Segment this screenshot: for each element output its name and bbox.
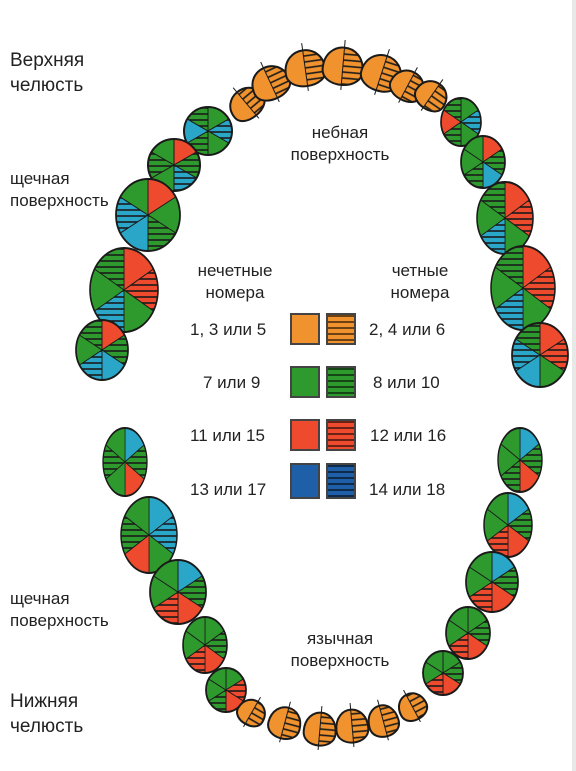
molar-tooth	[497, 427, 543, 493]
buccal-surface-top-label: щечная поверхность	[10, 169, 109, 210]
legend-odd-label: 11 или 15	[190, 426, 265, 445]
legend-odd-label: 13 или 17	[190, 480, 267, 499]
molar-tooth	[511, 322, 569, 388]
molar-tooth	[120, 496, 178, 574]
incisor-tooth	[398, 689, 432, 723]
molar-tooth	[465, 551, 519, 613]
molar-tooth	[205, 667, 247, 713]
legend-even-label: 8 или 10	[373, 373, 440, 392]
legend-even-label: 2, 4 или 6	[369, 320, 446, 339]
legend-swatch-even	[326, 419, 356, 451]
molar-tooth	[460, 135, 506, 189]
molar-tooth	[75, 319, 129, 381]
legend-swatch-even	[326, 366, 356, 398]
molar-tooth	[445, 606, 491, 660]
upper-jaw-label: Верхняя челюсть	[10, 50, 85, 96]
incisor-tooth	[413, 79, 448, 117]
palatal-surface-label: небная поверхность	[290, 123, 390, 164]
incisor-tooth	[321, 40, 364, 90]
edge-strip	[572, 0, 576, 771]
legend-odd-label: 1, 3 или 5	[190, 320, 267, 339]
incisor-tooth	[267, 701, 302, 743]
incisor-tooth	[302, 706, 337, 750]
odd-numbers-header: нечетные номера	[197, 261, 273, 302]
incisor-tooth	[236, 697, 266, 731]
molar-tooth	[102, 427, 148, 497]
molar-tooth	[476, 181, 534, 255]
molar-tooth	[183, 106, 233, 156]
incisor-tooth	[367, 699, 402, 741]
molar-tooth	[182, 616, 228, 674]
molar-tooth	[422, 650, 464, 696]
molar-tooth	[149, 559, 207, 625]
buccal-surface-bottom-label: щечная поверхность	[10, 589, 109, 630]
legend-swatch-even	[326, 463, 356, 499]
lower-jaw-label: Нижняя челюсть	[10, 691, 84, 737]
legend-even-label: 12 или 16	[370, 426, 447, 445]
legend-even-label: 14 или 18	[369, 480, 446, 499]
legend-swatch-even	[326, 313, 356, 345]
molar-tooth	[89, 247, 159, 333]
legend-swatch-odd	[290, 366, 320, 398]
molar-tooth	[483, 492, 533, 558]
incisor-tooth	[335, 703, 370, 747]
legend-odd-label: 7 или 9	[203, 373, 261, 392]
molar-tooth	[490, 245, 556, 331]
incisor-tooth	[284, 43, 328, 91]
molar-tooth	[440, 97, 482, 147]
even-numbers-header: четные номера	[390, 261, 450, 302]
molar-tooth	[115, 178, 181, 252]
legend-swatch-odd	[290, 313, 320, 345]
molar-tooth	[147, 138, 201, 192]
lingual-surface-label: язычная поверхность	[290, 629, 390, 670]
legend-swatch-odd	[290, 463, 320, 499]
legend-swatch-odd	[290, 419, 320, 451]
